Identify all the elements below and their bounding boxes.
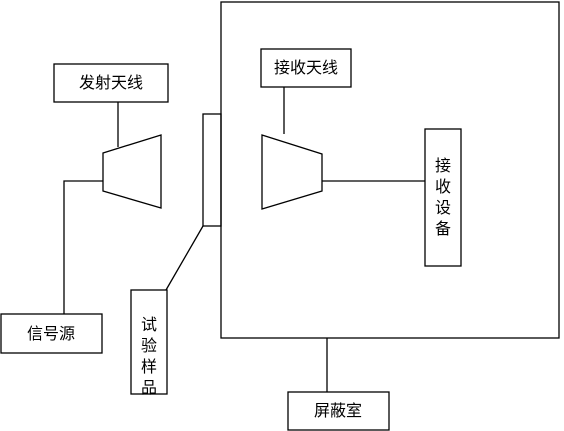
receiver-equipment-char-4: 备 [435, 219, 451, 238]
test-sample-char-4: 品 [141, 378, 157, 397]
test-sample-box [130, 289, 168, 395]
shielded-room-box [220, 1, 560, 339]
receive-antenna-label: 接收天线 [274, 58, 338, 77]
receive-antenna-horn [261, 134, 323, 210]
receiver-equipment-char-3: 设 [435, 198, 451, 217]
test-sample-char-2: 验 [141, 336, 157, 355]
signal-source-box [0, 313, 103, 354]
test-sample-bar [202, 113, 222, 227]
receive-antenna-label-box [260, 48, 352, 88]
shielded-room-label: 屏蔽室 [314, 401, 362, 420]
transmit-antenna-label: 发射天线 [79, 73, 143, 92]
receiver-equipment-char-1: 接 [435, 156, 451, 175]
test-sample-link [165, 225, 204, 291]
signal-source-label: 信号源 [27, 324, 75, 343]
receiver-equipment-char-2: 收 [435, 177, 451, 196]
signal-source-link [63, 180, 103, 314]
receiver-equipment-box [424, 128, 462, 267]
test-sample-char-1: 试 [141, 315, 157, 334]
transmit-antenna-label-box [53, 63, 169, 103]
test-sample-char-3: 样 [141, 357, 157, 376]
shielded-room-label-box [287, 391, 390, 431]
transmit-antenna-horn [102, 134, 162, 209]
